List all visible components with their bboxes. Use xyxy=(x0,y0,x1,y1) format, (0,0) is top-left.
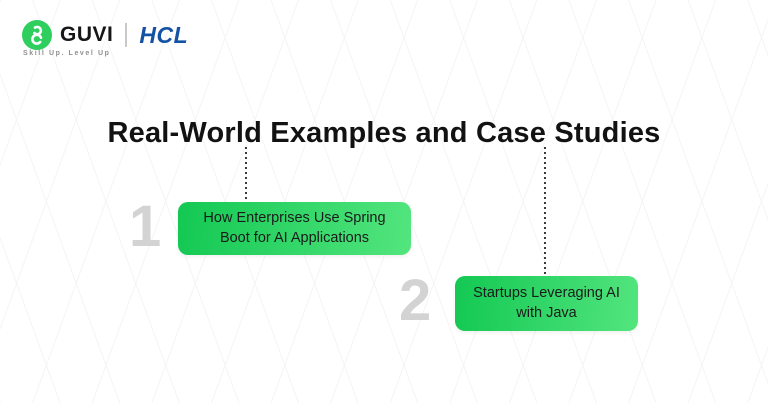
step-card-2-label: Startups Leveraging AI with Java xyxy=(473,284,620,321)
page-title: Real-World Examples and Case Studies xyxy=(107,117,661,150)
brand-tagline: Skill Up. Level Up xyxy=(23,50,111,57)
step-card-1-label: How Enterprises Use Spring Boot for AI A… xyxy=(203,209,386,246)
hcl-wordmark: HCL xyxy=(139,21,189,48)
dotted-connector-1 xyxy=(245,147,247,203)
step-number-2: 2 xyxy=(399,268,432,333)
step-card-1: How Enterprises Use Spring Boot for AI A… xyxy=(178,202,411,255)
step-number-1: 1 xyxy=(129,194,162,259)
guvi-logo-icon xyxy=(22,20,52,50)
guvi-wordmark: GUVI xyxy=(60,23,114,46)
brand-divider xyxy=(125,23,128,47)
dotted-connector-2 xyxy=(544,147,546,277)
step-card-2: Startups Leveraging AI with Java xyxy=(455,276,638,331)
brand-header: GUVI HCL xyxy=(22,20,188,50)
